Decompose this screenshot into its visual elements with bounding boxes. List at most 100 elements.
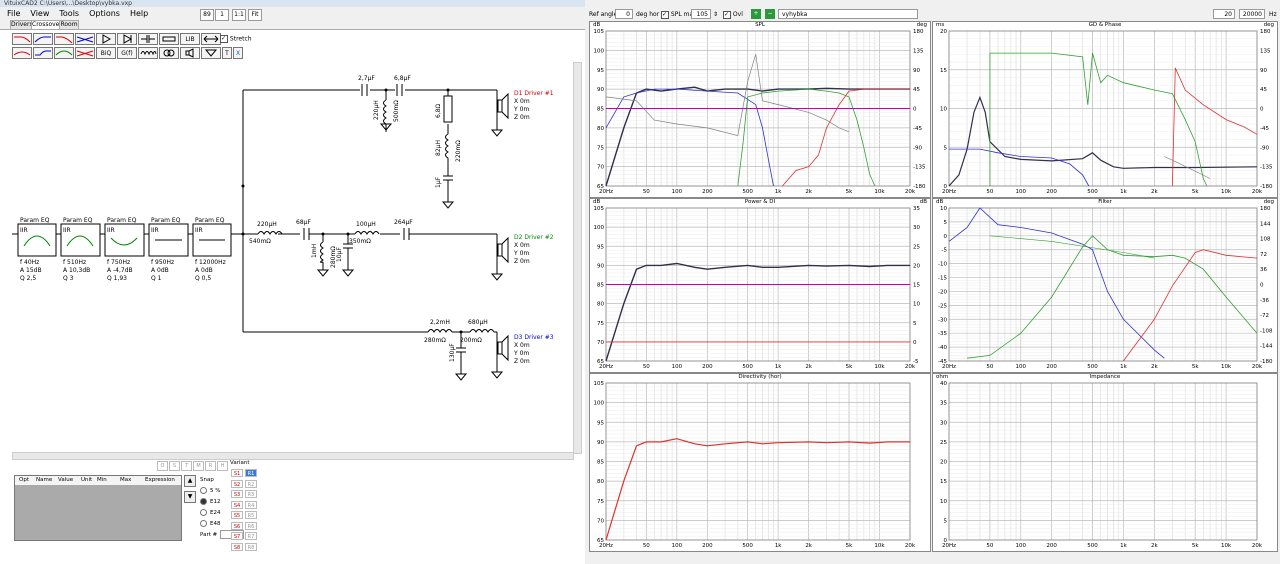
c7-label[interactable]: 130µF <box>449 343 456 362</box>
r1-label[interactable]: 500mΩ <box>393 100 400 122</box>
r5-label[interactable]: 280mΩ <box>330 246 337 268</box>
driver-icon[interactable] <box>180 47 200 59</box>
overlay-name-input[interactable]: vyhybka <box>778 9 918 19</box>
lowpass-2-icon[interactable] <box>54 33 74 45</box>
snap-option-e24[interactable]: E24 <box>200 508 220 519</box>
t-button[interactable]: T <box>222 47 232 59</box>
schematic-horizontal-scrollbar[interactable] <box>12 452 574 460</box>
library-button[interactable]: LIB <box>180 33 200 45</box>
c6-label[interactable]: 264µF <box>394 219 413 226</box>
c2-label[interactable]: 6,8µF <box>394 75 411 82</box>
menu-options[interactable]: Options <box>89 9 120 18</box>
peak-icon[interactable] <box>54 47 74 59</box>
transformer-icon[interactable] <box>159 47 179 59</box>
highpass-icon[interactable] <box>33 33 53 45</box>
zoom-1to1-button[interactable]: 1:1 <box>232 9 246 21</box>
snap-option-e12[interactable]: E12 <box>200 497 220 508</box>
ground-icon[interactable] <box>201 47 221 59</box>
eq-block-5[interactable]: Param EQ IIR f 12000Hz A 0dB Q 0,5 <box>192 217 232 282</box>
driver-2[interactable]: D2 Driver #2 X 0m Y 0m Z 0m <box>513 234 554 265</box>
l1-label[interactable]: 220µH <box>373 100 380 120</box>
notch-icon[interactable] <box>75 33 95 45</box>
move-down-icon[interactable]: ▼ <box>184 491 196 503</box>
ref-angle-input[interactable]: 0 <box>615 9 633 19</box>
r-button[interactable]: R <box>205 461 216 471</box>
freq-max-input[interactable]: 20000 <box>1239 9 1265 19</box>
driver-1[interactable]: D1 Driver #1 X 0m Y 0m Z 0m <box>513 90 554 121</box>
menu-help[interactable]: Help <box>129 9 149 18</box>
m-button[interactable]: M <box>193 461 204 471</box>
l7-label[interactable]: 680µH <box>468 319 488 326</box>
variant-r3-button[interactable]: R3 <box>245 490 257 498</box>
h-button[interactable]: H <box>217 461 228 471</box>
allpass-icon[interactable] <box>12 47 32 59</box>
variant-s4-button[interactable]: S4 <box>231 500 243 509</box>
tab-room[interactable]: Room <box>59 20 79 29</box>
variant-s5-button[interactable]: S5 <box>231 511 243 519</box>
t-toggle-button[interactable]: T <box>181 461 192 471</box>
variant-s3-button[interactable]: S3 <box>231 490 243 498</box>
gf-button[interactable]: G(f) <box>117 47 137 59</box>
move-up-icon[interactable]: ▲ <box>184 475 196 487</box>
variant-r7-button[interactable]: R7 <box>245 532 257 540</box>
zoom-fit-button[interactable]: Fit <box>248 9 262 21</box>
zoom-input[interactable]: 89 <box>200 9 214 21</box>
resistor-icon[interactable] <box>159 33 179 45</box>
eq-block-3[interactable]: Param EQ IIR f 750Hz A -4,7dB Q 1,93 <box>104 217 145 282</box>
schematic-vertical-scrollbar[interactable] <box>573 62 582 454</box>
l2-label[interactable]: 82µH <box>435 140 442 156</box>
r6-label[interactable]: 350mΩ <box>349 238 371 245</box>
tab-drivers[interactable]: Drivers <box>10 20 33 29</box>
eq-block-4[interactable]: Param EQ IIR f 950Hz A 0dB Q 1 <box>148 217 189 282</box>
o-button[interactable]: O <box>157 461 168 471</box>
variant-r8-button[interactable]: R8 <box>245 542 257 551</box>
variant-r6-button[interactable]: R6 <box>245 521 257 530</box>
freq-min-input[interactable]: 20 <box>1213 9 1235 19</box>
variant-s2-button[interactable]: S2 <box>231 479 243 488</box>
variant-r1-button[interactable]: R1 <box>245 469 257 477</box>
crossover-icon[interactable] <box>75 47 95 59</box>
spl-max-checkbox[interactable]: ✓ SPL max <box>661 10 697 19</box>
r4-label[interactable]: 540mΩ <box>249 238 271 245</box>
eq-block-1[interactable]: Param EQ IIR f 40Hz A 15dB Q 2,5 <box>17 217 57 282</box>
optimizer-table[interactable]: Opt Name Value Unit Min Max Expression <box>14 475 182 541</box>
ovl-checkbox[interactable]: ✓ Ovl <box>723 10 743 19</box>
variant-r4-button[interactable]: R4 <box>245 500 257 509</box>
driver-3[interactable]: D3 Driver #3 X 0m Y 0m Z 0m <box>513 334 554 365</box>
remove-icon[interactable]: − <box>765 9 775 19</box>
variant-s8-button[interactable]: S8 <box>231 542 243 551</box>
snap-option-5pct[interactable]: 5 % <box>200 486 220 497</box>
r7-label[interactable]: 280mΩ <box>424 337 446 344</box>
snap-option-e48[interactable]: E48 <box>200 519 220 530</box>
l4-label[interactable]: 1mH <box>311 244 318 258</box>
eq-block-2[interactable]: Param EQ IIR f 510Hz A 10,3dB Q 3 <box>60 217 101 282</box>
x-button[interactable]: X <box>233 47 243 59</box>
inductor-icon[interactable] <box>138 47 158 59</box>
r3-label[interactable]: 220mΩ <box>455 140 462 162</box>
stretch-checkbox[interactable]: ✓ Stretch <box>220 35 252 43</box>
buffer-icon[interactable] <box>96 33 116 45</box>
biquad-button[interactable]: BiQ <box>96 47 116 59</box>
c1-label[interactable]: 2,7µF <box>358 75 375 82</box>
shelf-icon[interactable] <box>33 47 53 59</box>
variant-r5-button[interactable]: R5 <box>245 511 257 519</box>
add-icon[interactable]: + <box>751 9 761 19</box>
c4-label[interactable]: 68µF <box>296 219 311 226</box>
c3-label[interactable]: 1µF <box>435 176 442 188</box>
menu-tools[interactable]: Tools <box>59 9 80 18</box>
variant-r2-button[interactable]: R2 <box>245 479 257 488</box>
l5-label[interactable]: 100µH <box>356 221 376 228</box>
arrows-icon[interactable] <box>201 33 221 45</box>
zoom-step-input[interactable]: 1 <box>215 9 229 21</box>
variant-s1-button[interactable]: S1 <box>231 469 243 477</box>
l3-label[interactable]: 220µH <box>257 221 277 228</box>
r8-label[interactable]: 200mΩ <box>460 337 482 344</box>
r2-label[interactable]: 6,8Ω <box>435 103 442 118</box>
c5-label[interactable]: 10µF <box>336 247 343 262</box>
